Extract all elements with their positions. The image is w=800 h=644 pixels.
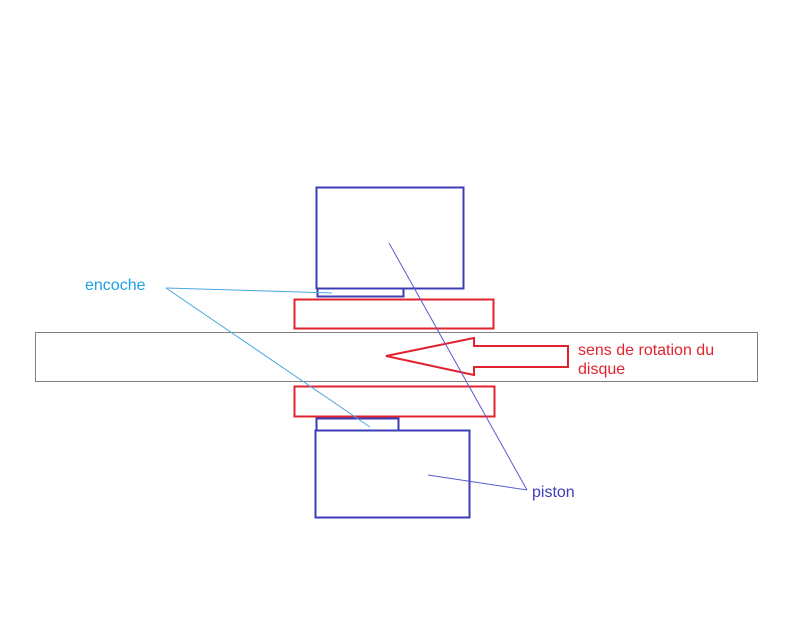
piston-leader-lower	[427, 474, 528, 491]
rotation-arrow	[385, 336, 569, 377]
lower-pad	[293, 385, 496, 418]
disc	[35, 332, 758, 382]
upper-pad	[293, 298, 495, 330]
upper-piston	[315, 186, 465, 290]
encoche-label: encoche	[85, 277, 146, 294]
encoche-leader-lower	[165, 287, 371, 428]
piston-leader-upper	[388, 242, 528, 491]
piston-label: piston	[532, 484, 575, 501]
rotation-label: sens de rotation du disque	[578, 341, 714, 379]
rotation-label-line1: sens de rotation du	[578, 342, 715, 359]
encoche-leader-upper	[165, 287, 333, 294]
rotation-label-line2: disque	[578, 361, 626, 378]
lower-piston	[314, 429, 471, 519]
lower-notch	[315, 417, 400, 432]
